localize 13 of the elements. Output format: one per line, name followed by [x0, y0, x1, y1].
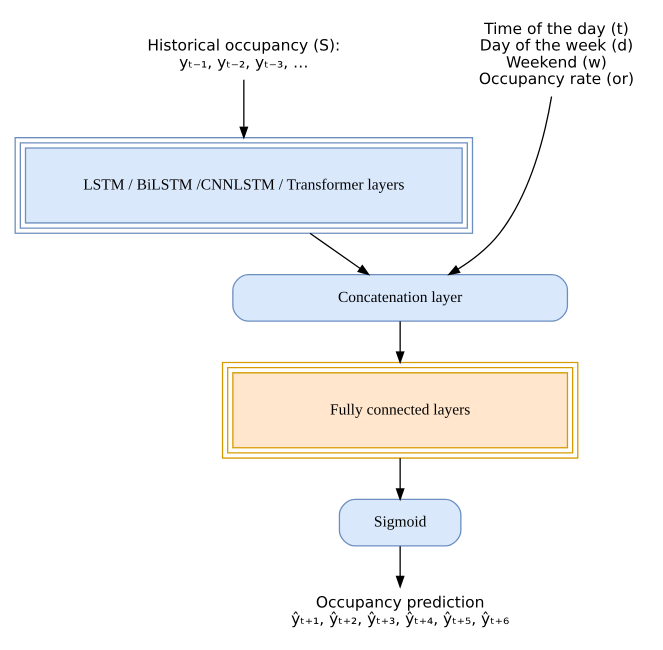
- node-text: Time of the day (t) Day of the week (d) Weekend (w) Occupancy rate (or): [478, 20, 634, 88]
- arrow: [395, 458, 404, 502]
- node-text: Historical occupancy (S): yₜ₋₁, yₜ₋₂, yₜ₋₃, …: [146, 36, 340, 72]
- arrow: [309, 232, 370, 276]
- arrow: [395, 546, 404, 589]
- arrow: [395, 321, 404, 364]
- node-box: Concatenation layer: [232, 274, 568, 322]
- node-text: Occupancy prediction ŷₜ₊₁, ŷₜ₊₂, ŷₜ₊₃, ŷₜ₊₄, ŷₜ₊₅, ŷₜ₊₆: [290, 593, 509, 628]
- node-box: Fully connected layers: [221, 362, 578, 459]
- arrow: [238, 80, 248, 140]
- arrow: [446, 96, 552, 276]
- node-box: Sigmoid: [338, 498, 461, 547]
- node-box: LSTM / BiLSTM /CNNLSTM / Transformer layers: [14, 137, 473, 234]
